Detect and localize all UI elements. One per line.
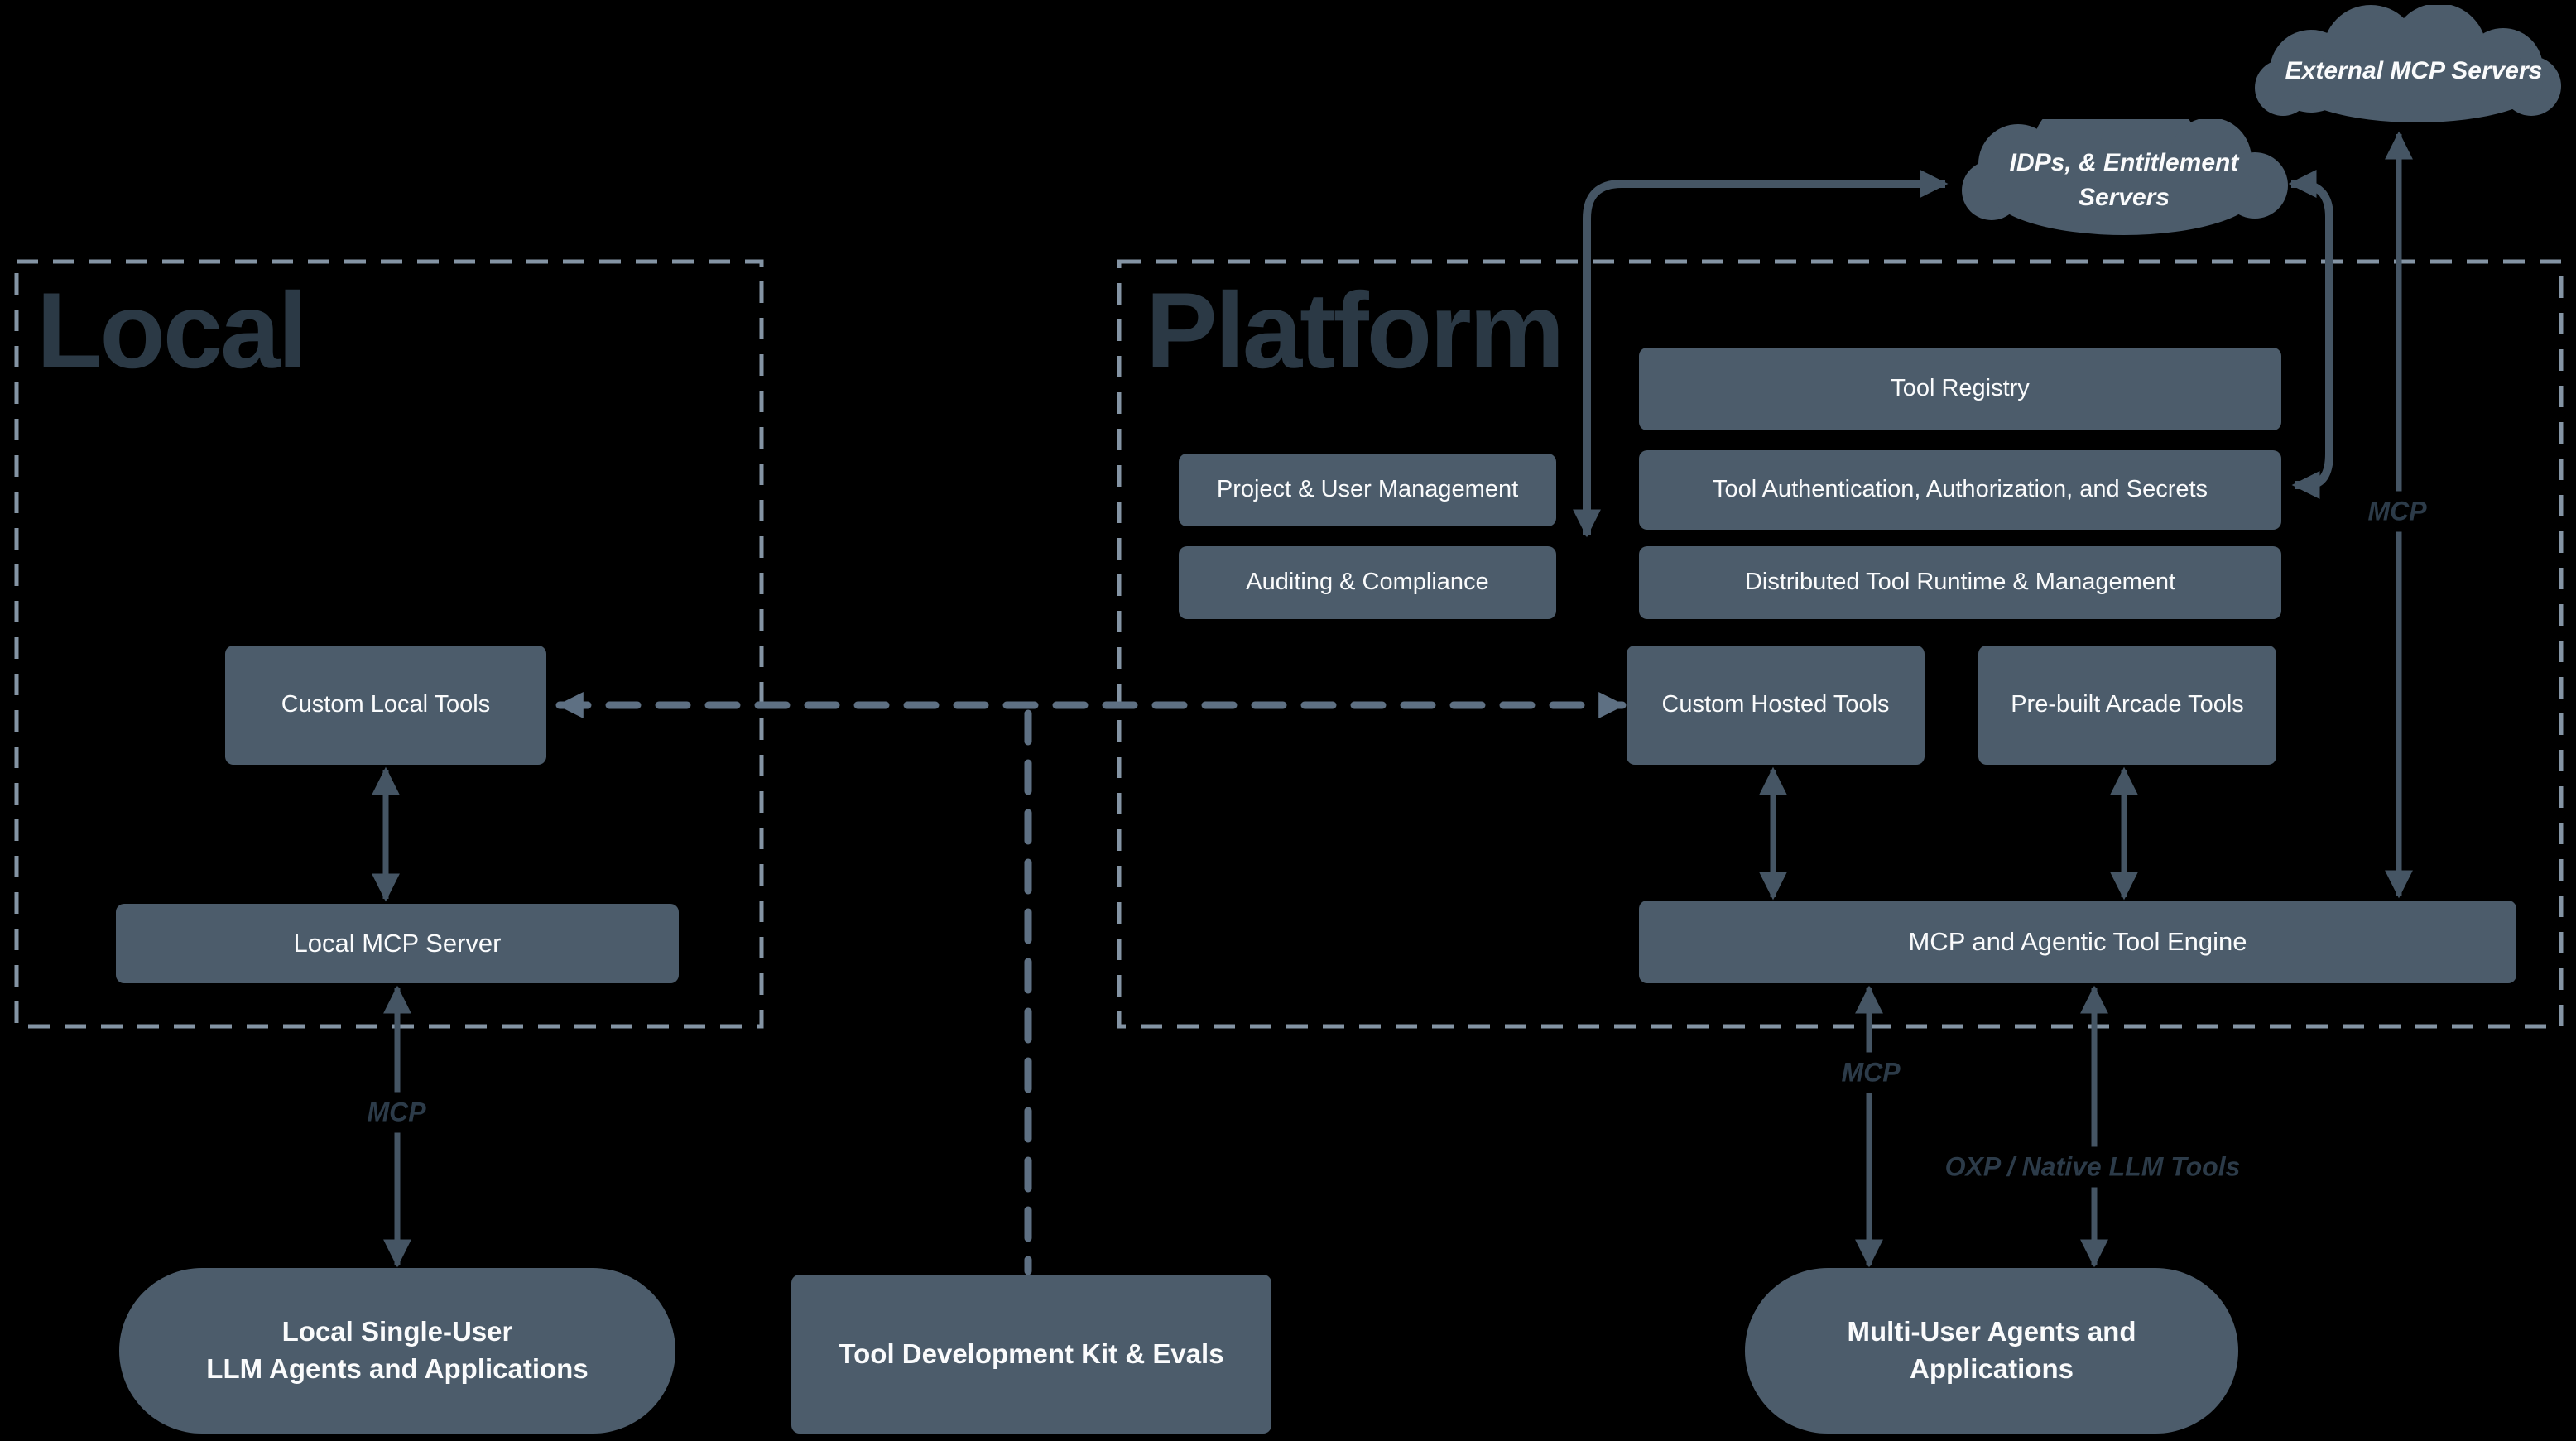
pill-multi-user-agents: Multi-User Agents and Applications [1745,1268,2238,1434]
box-project-user-management: Project & User Management [1179,454,1556,526]
multi-user-line2: Applications [1909,1353,2074,1384]
box-tool-authentication: Tool Authentication, Authorization, and … [1639,450,2281,530]
idps-entitlement-cloud [1962,119,2288,235]
local-region-title: Local [36,270,308,391]
pill-local-single-user-agents: Local Single-User LLM Agents and Applica… [119,1268,675,1434]
edge-label-external-mcp: MCP [2356,491,2439,532]
edge-label-engine-mcp: MCP [1829,1052,1912,1093]
box-auditing-compliance: Auditing & Compliance [1179,546,1556,619]
platform-region-title: Platform [1146,270,1564,391]
multi-user-line1: Multi-User Agents and [1847,1316,2136,1347]
local-region-border [14,259,764,1029]
arrow-tool-auth-to-idps [2288,170,2333,499]
local-agents-line1: Local Single-User [281,1316,513,1347]
box-tool-development-kit: Tool Development Kit & Evals [791,1275,1271,1434]
idps-label-line2: Servers [2078,184,2170,211]
box-prebuilt-arcade-tools: Pre-built Arcade Tools [1978,646,2276,765]
arrow-project-user-to-idps [1573,170,1949,538]
local-agents-line2: LLM Agents and Applications [206,1353,589,1384]
box-local-mcp-server: Local MCP Server [116,904,679,983]
box-custom-local-tools: Custom Local Tools [225,646,546,765]
box-tool-registry: Tool Registry [1639,348,2281,430]
box-distributed-runtime: Distributed Tool Runtime & Management [1639,546,2281,619]
box-mcp-agentic-tool-engine: MCP and Agentic Tool Engine [1639,901,2516,983]
edge-label-local-mcp: MCP [355,1092,438,1133]
external-mcp-servers-label: External MCP Servers [2285,57,2543,84]
idps-label-line1: IDPs, & Entitlement [2009,149,2239,176]
box-custom-hosted-tools: Custom Hosted Tools [1627,646,1925,765]
external-mcp-servers-cloud [2255,5,2561,122]
idps-entitlement-label: IDPs, & Entitlement Servers [2010,146,2239,215]
platform-region-border [1117,259,2564,1029]
edge-label-oxp-native-llm-tools: OXP / Native LLM Tools [1933,1146,2252,1188]
